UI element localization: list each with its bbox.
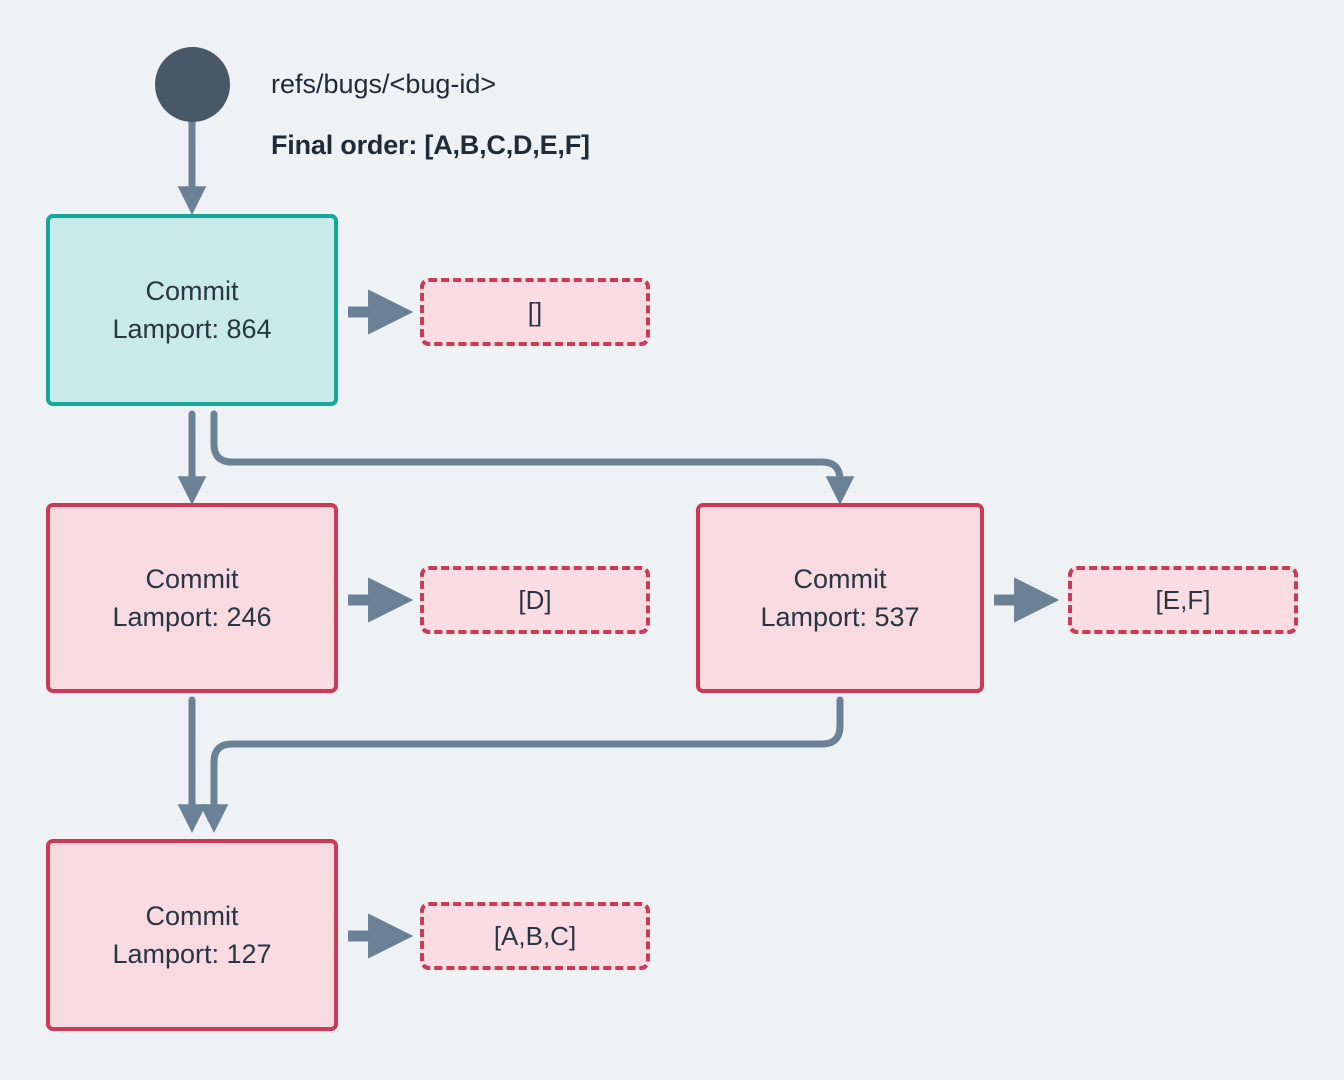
payload-box-c537: [E,F] bbox=[1068, 566, 1298, 634]
payload-box-c246: [D] bbox=[420, 566, 650, 634]
final-order-label: Final order: [A,B,C,D,E,F] bbox=[271, 130, 590, 160]
commit-node-c127[interactable]: Commit Lamport: 127 bbox=[46, 839, 338, 1031]
commit-node-lamport: Lamport: 864 bbox=[112, 314, 272, 344]
branch-ref-label: refs/bugs/<bug-id> bbox=[271, 69, 497, 99]
commit-node-lamport: Lamport: 537 bbox=[760, 602, 920, 632]
edge-c537-to-c127 bbox=[199, 696, 844, 833]
commit-node-lamport: Lamport: 246 bbox=[112, 602, 272, 632]
commit-node-title: Commit bbox=[145, 275, 239, 306]
commit-node-title: Commit bbox=[145, 563, 239, 594]
payload-value: [E,F] bbox=[1155, 584, 1211, 615]
commit-node-c246[interactable]: Commit Lamport: 246 bbox=[46, 503, 338, 693]
edge-head-to-c537 bbox=[210, 410, 855, 505]
payload-value: [A,B,C] bbox=[493, 920, 577, 951]
payload-box-head: [] bbox=[420, 278, 650, 346]
commit-node-c537[interactable]: Commit Lamport: 537 bbox=[696, 503, 984, 693]
commit-node-title: Commit bbox=[145, 900, 239, 931]
commit-node-title: Commit bbox=[793, 563, 887, 594]
payload-box-c127: [A,B,C] bbox=[420, 902, 650, 970]
commit-node-head[interactable]: Commit Lamport: 864 bbox=[46, 214, 338, 406]
commit-node-lamport: Lamport: 127 bbox=[112, 939, 272, 969]
payload-value: [D] bbox=[518, 584, 552, 615]
ref-root-dot bbox=[155, 47, 230, 122]
payload-value: [] bbox=[527, 296, 543, 327]
